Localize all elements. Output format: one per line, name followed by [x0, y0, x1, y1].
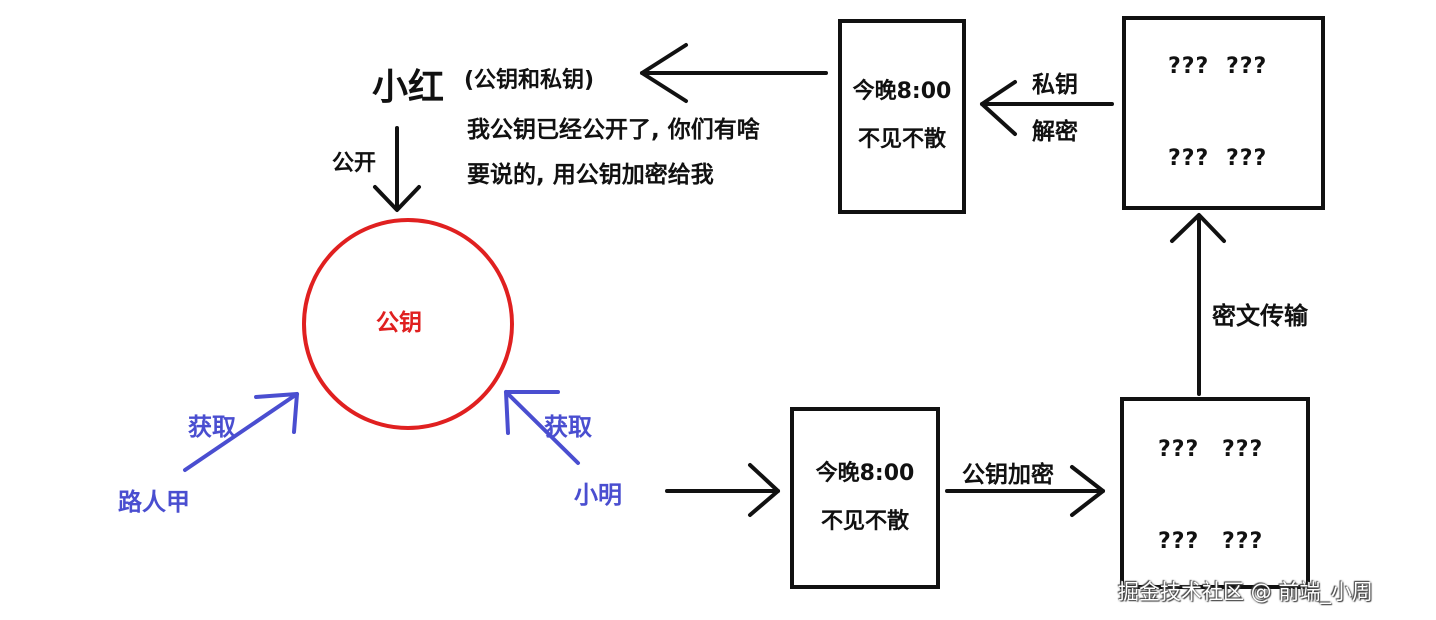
- cipher-top-r1c1: ???: [1168, 54, 1210, 79]
- passerby-get-arrow: [183, 392, 299, 472]
- decrypt-label-line1: 私钥: [1032, 72, 1078, 98]
- cipher-bottom-r2c2: ???: [1222, 529, 1264, 554]
- xiaohong-message-line1: 我公钥已经公开了, 你们有啥: [467, 117, 760, 143]
- cipher-bottom-r1c1: ???: [1158, 437, 1200, 462]
- cipher-bottom-r1c2: ???: [1222, 437, 1264, 462]
- plaintext-top-line2: 不见不散: [857, 127, 946, 152]
- publish-arrow-head: [373, 185, 421, 212]
- plaintext-box-top: 今晚8:00 不见不散: [838, 19, 966, 214]
- passerby-get-arrow-head: [254, 392, 299, 434]
- public-key-label: 公钥: [376, 310, 422, 336]
- xiaoming-arrow-head: [748, 463, 780, 517]
- xiaoming-get-arrow: [504, 390, 580, 465]
- plaintext-bottom-line2: 不见不散: [820, 509, 909, 534]
- cipher-bottom-r2c1: ???: [1158, 529, 1200, 554]
- xiaohong-message-line2: 要说的, 用公钥加密给我: [467, 162, 714, 188]
- xiaoming-name: 小明: [574, 481, 622, 509]
- transmit-label: 密文传输: [1212, 302, 1308, 330]
- decrypt-arrow-head: [980, 80, 1017, 136]
- passerby-action-label: 获取: [188, 413, 236, 441]
- ciphertext-box-top: ??? ??? ??? ???: [1122, 16, 1325, 210]
- transmit-arrow-head: [1170, 213, 1226, 243]
- plaintext-bottom-line1: 今晚8:00: [815, 461, 915, 486]
- cipher-top-r1c2: ???: [1226, 54, 1268, 79]
- xiaoming-action-label: 获取: [544, 413, 592, 441]
- public-key-circle-shape: [302, 218, 514, 430]
- encrypt-arrow-head: [1070, 465, 1105, 517]
- plaintext-box-bottom: 今晚8:00 不见不散: [790, 407, 940, 589]
- cipher-top-r2c1: ???: [1168, 146, 1210, 171]
- passerby-name: 路人甲: [118, 488, 190, 516]
- watermark: 掘金技术社区 @ 前端_小周: [1118, 580, 1373, 604]
- xiaoming-get-arrow-head: [504, 390, 560, 435]
- xiaohong-name: 小红: [372, 67, 445, 108]
- decrypt-label-line2: 解密: [1032, 119, 1078, 145]
- publish-label: 公开: [332, 151, 377, 176]
- encrypt-label: 公钥加密: [962, 462, 1054, 488]
- plaintext-top-line1: 今晚8:00: [852, 79, 952, 104]
- ciphertext-box-bottom: ??? ??? ??? ???: [1120, 397, 1310, 589]
- to-xiaohong-arrow-head: [640, 43, 688, 103]
- xiaohong-keys-note: (公钥和私钥): [464, 68, 595, 93]
- cipher-top-r2c2: ???: [1226, 146, 1268, 171]
